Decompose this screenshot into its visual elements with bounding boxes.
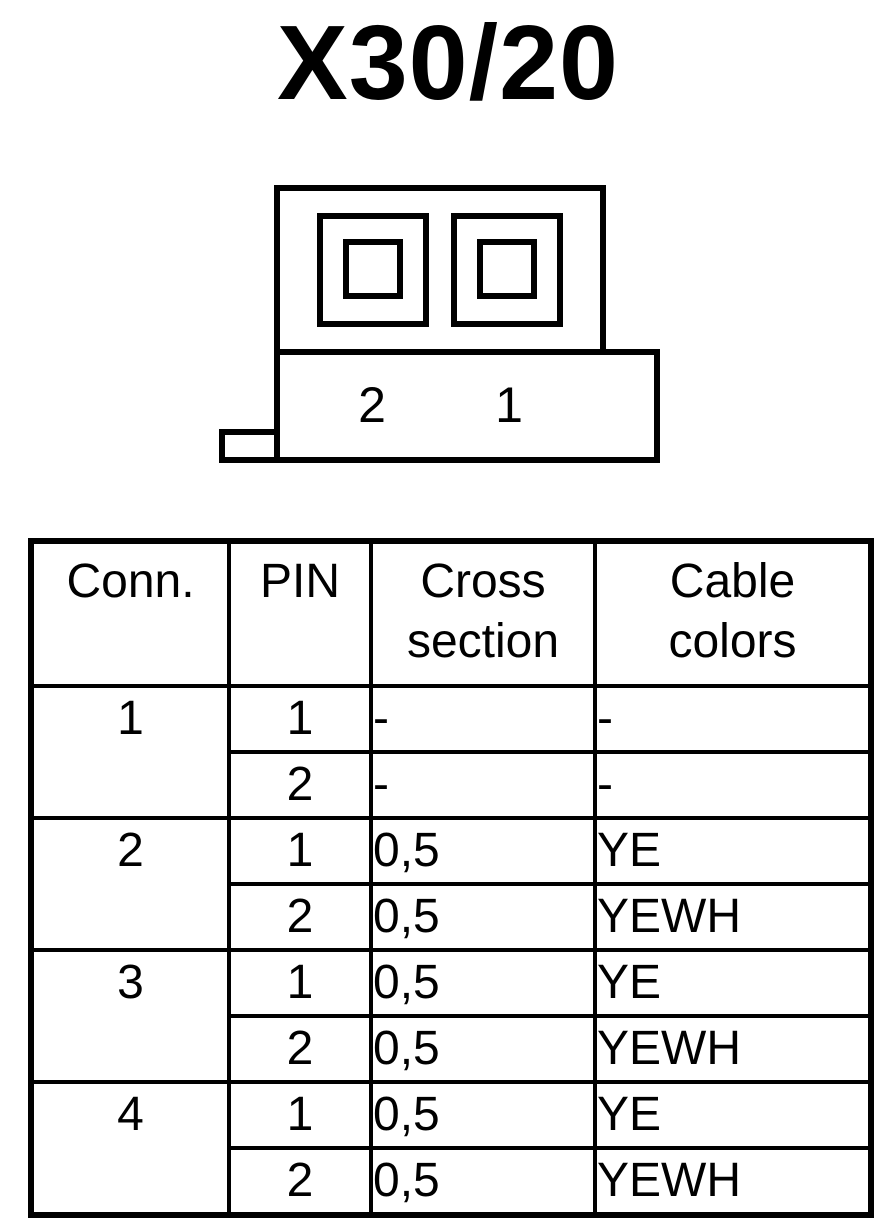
pin-cell: 1 <box>227 684 373 754</box>
pin-1-socket-inner <box>477 239 537 299</box>
pin-label-2: 2 <box>358 377 386 433</box>
cable-color-cell: - <box>593 750 873 820</box>
pin-2-socket-outer <box>317 213 429 327</box>
cable-color-cell: YEWH <box>593 882 873 952</box>
header-pin: PIN <box>227 539 373 688</box>
diagram-title: X30/20 <box>277 4 619 122</box>
pin-1-socket-outer <box>451 213 563 327</box>
conn-cell: 4 <box>29 1080 231 1217</box>
cable-color-cell: YEWH <box>593 1146 873 1217</box>
pinout-table: Conn. PIN Cross section Cable colors 1 1… <box>28 538 874 1218</box>
pin-cell: 2 <box>227 1014 373 1084</box>
cross-section-cell: - <box>369 750 597 820</box>
conn-cell: 2 <box>29 816 231 952</box>
connector-latch-tab <box>219 429 280 463</box>
cross-section-cell: 0,5 <box>369 816 597 886</box>
table-row: 4 1 0,5 YE <box>29 1080 873 1217</box>
connector-drawing: 2 1 <box>219 185 660 463</box>
header-cable-colors-line-1: Cable <box>669 555 796 608</box>
header-conn: Conn. <box>29 539 231 688</box>
pin-label-1: 1 <box>495 377 523 433</box>
pin-2-socket-inner <box>343 239 403 299</box>
cross-section-cell: 0,5 <box>369 1080 597 1150</box>
table-row: 2 - - <box>31 750 873 820</box>
table-row: 1 1 - - <box>29 684 873 820</box>
header-cable-colors-line-2: colors <box>668 615 797 668</box>
pin-cell: 1 <box>227 948 373 1018</box>
connector-housing-bottom <box>274 349 660 463</box>
conn-cell: 3 <box>29 948 231 1084</box>
pin-cell: 1 <box>227 816 373 886</box>
conn-cell: 1 <box>29 684 231 820</box>
table-row: 2 0,5 YEWH <box>31 1146 873 1217</box>
pin-cell: 1 <box>227 1080 373 1150</box>
header-cable-colors: Cable colors <box>593 539 873 688</box>
header-cross-section-line-1: Cross <box>420 555 546 608</box>
cable-color-cell: YE <box>593 816 873 886</box>
table-header-row: Conn. PIN Cross section Cable colors <box>29 539 873 688</box>
cable-color-cell: YE <box>593 948 873 1018</box>
cross-section-cell: 0,5 <box>369 1014 597 1084</box>
header-cross-section: Cross section <box>369 539 597 688</box>
table-row: 3 1 0,5 YE <box>29 948 873 1084</box>
pin-cell: 2 <box>227 882 373 952</box>
header-cross-section-line-2: section <box>406 615 560 668</box>
cross-section-cell: - <box>369 684 597 754</box>
table-row: 2 0,5 YEWH <box>31 1014 873 1084</box>
pin-cell: 2 <box>227 750 373 820</box>
cross-section-cell: 0,5 <box>369 882 597 952</box>
table-row: 2 0,5 YEWH <box>31 882 873 952</box>
cable-color-cell: YE <box>593 1080 873 1150</box>
table-row: 2 1 0,5 YE <box>29 816 873 952</box>
cross-section-cell: 0,5 <box>369 948 597 1018</box>
cable-color-cell: - <box>593 684 873 754</box>
cross-section-cell: 0,5 <box>369 1146 597 1217</box>
connector-housing-top <box>274 185 606 355</box>
cable-color-cell: YEWH <box>593 1014 873 1084</box>
pin-cell: 2 <box>227 1146 373 1217</box>
